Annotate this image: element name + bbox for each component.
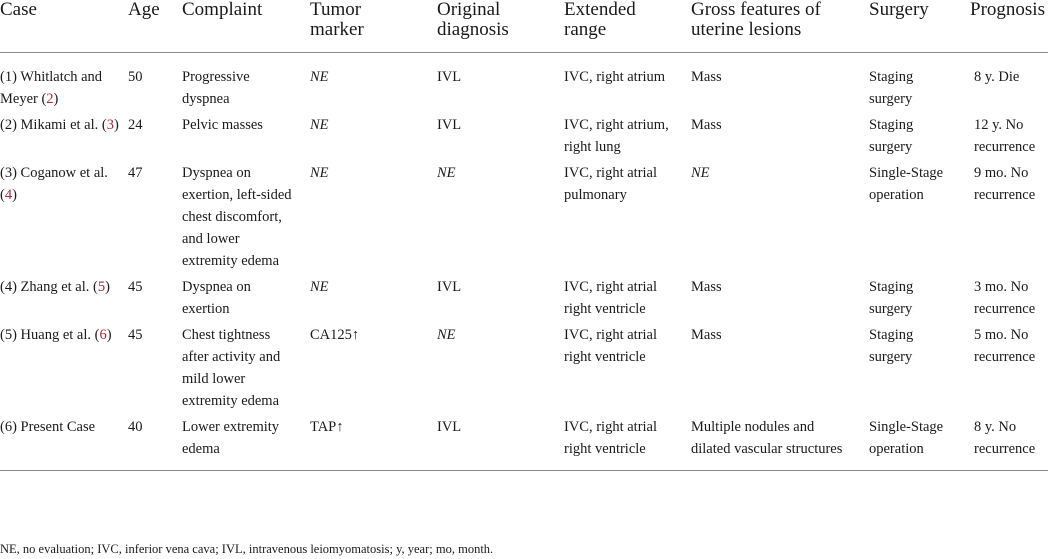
cell-surgery: Staging surgery bbox=[869, 117, 914, 155]
table-header-row: Case Age Complaint Tumor marker Original dia… bbox=[0, 0, 1048, 53]
cell-surgery: Staging surgery bbox=[869, 279, 914, 317]
cell-extended-range: IVC, right atrium, right lung bbox=[564, 117, 669, 155]
header-gross-features: Gross features of uterine lesions bbox=[691, 0, 821, 40]
cell-extended-range: IVC, right atrial right ventricle bbox=[564, 419, 658, 457]
cell-complaint: Chest tightness after activity and mild … bbox=[182, 327, 281, 409]
cell-age: 47 bbox=[128, 165, 143, 181]
reference-link[interactable]: 4 bbox=[4, 187, 13, 203]
cell-tumor-marker: NE bbox=[310, 117, 329, 133]
header-tumor-marker: Tumor marker bbox=[310, 0, 364, 40]
cell-case: (4) Zhang et al. (5) bbox=[0, 276, 128, 324]
cell-gross-features: NE bbox=[691, 165, 710, 181]
case-label-suffix: ) bbox=[53, 91, 59, 107]
header-extended-range: Extended range bbox=[564, 0, 636, 40]
cell-case: (2) Mikami et al. (3) bbox=[0, 114, 128, 162]
reference-link[interactable]: 2 bbox=[46, 91, 54, 107]
header-age: Age bbox=[128, 0, 160, 20]
header-original-diagnosis: Original diagnosis bbox=[437, 0, 509, 40]
reference-link[interactable]: 5 bbox=[97, 279, 106, 295]
cell-original-diagnosis: IVL bbox=[437, 117, 462, 133]
cell-complaint: Dyspnea on exertion bbox=[182, 279, 251, 317]
reference-link[interactable]: 3 bbox=[106, 117, 114, 133]
case-label-suffix: ) bbox=[106, 327, 112, 343]
header-prognosis: Prognosis bbox=[970, 0, 1045, 20]
cell-case: (6) Present Case bbox=[0, 416, 128, 471]
cell-tumor-marker: NE bbox=[310, 279, 329, 295]
cell-surgery: Single-Stage operation bbox=[869, 419, 944, 457]
cell-gross-features: Mass bbox=[691, 117, 722, 133]
case-label: (3) Coganow et al. ( bbox=[0, 165, 108, 203]
cell-prognosis: 8 y. Die bbox=[974, 69, 1020, 85]
cell-surgery: Single-Stage operation bbox=[869, 165, 944, 203]
cell-original-diagnosis: IVL bbox=[437, 69, 462, 85]
cell-complaint: Progressive dyspnea bbox=[182, 69, 250, 107]
cell-surgery: Staging surgery bbox=[869, 69, 914, 107]
cell-age: 45 bbox=[128, 279, 143, 295]
cell-case: (5) Huang et al. (6) bbox=[0, 324, 128, 416]
case-label-suffix: ) bbox=[12, 187, 17, 203]
cell-extended-range: IVC, right atrial right ventricle bbox=[564, 279, 658, 317]
case-label: (5) Huang et al. ( bbox=[0, 327, 100, 343]
cell-extended-range: IVC, right atrial pulmonary bbox=[564, 165, 658, 203]
case-label-suffix: ) bbox=[113, 117, 119, 133]
case-comparison-table: Case Age Complaint Tumor marker Original dia… bbox=[0, 0, 1048, 471]
case-label: (6) Present Case bbox=[0, 419, 96, 435]
cell-surgery: Staging surgery bbox=[869, 327, 914, 365]
cell-original-diagnosis: NE bbox=[437, 165, 456, 181]
cell-complaint: Lower extremity edema bbox=[182, 419, 280, 457]
case-label: (1) Whitlatch and Meyer ( bbox=[0, 69, 103, 107]
cell-prognosis: 8 y. No recurrence bbox=[974, 419, 1036, 457]
cell-age: 40 bbox=[128, 419, 143, 435]
header-surgery: Surgery bbox=[869, 0, 929, 20]
cell-prognosis: 5 mo. No recurrence bbox=[974, 327, 1036, 365]
cell-tumor-marker: NE bbox=[310, 165, 329, 181]
cell-case: (1) Whitlatch and Meyer (2) bbox=[0, 53, 128, 115]
table-footnote: NE, no evaluation; IVC, inferior vena ca… bbox=[0, 542, 494, 556]
header-case: Case bbox=[0, 0, 37, 20]
cell-prognosis: 3 mo. No recurrence bbox=[974, 279, 1036, 317]
cell-age: 24 bbox=[128, 117, 143, 133]
cell-age: 50 bbox=[128, 69, 143, 85]
cell-gross-features: Multiple nodules and dilated vascular st… bbox=[691, 419, 843, 457]
reference-link[interactable]: 6 bbox=[99, 327, 107, 343]
cell-gross-features: Mass bbox=[691, 327, 722, 343]
cell-prognosis: 12 y. No recurrence bbox=[974, 117, 1036, 155]
cell-complaint: Pelvic masses bbox=[182, 117, 263, 133]
cell-original-diagnosis: NE bbox=[437, 327, 456, 343]
case-label: (4) Zhang et al. ( bbox=[0, 279, 98, 295]
header-complaint: Complaint bbox=[182, 0, 263, 20]
cell-original-diagnosis: IVL bbox=[437, 419, 462, 435]
cell-complaint: Dyspnea on exertion, left-sided chest di… bbox=[182, 165, 292, 269]
cell-age: 45 bbox=[128, 327, 143, 343]
cell-tumor-marker: TAP↑ bbox=[310, 419, 344, 435]
table-row: (6) Present Case 40 Lower extremity edema T… bbox=[0, 416, 1048, 471]
case-label-suffix: ) bbox=[105, 279, 110, 295]
cell-gross-features: Mass bbox=[691, 69, 722, 85]
cell-extended-range: IVC, right atrium bbox=[564, 69, 666, 85]
cell-gross-features: Mass bbox=[691, 279, 722, 295]
cell-tumor-marker: NE bbox=[310, 69, 329, 85]
cell-extended-range: IVC, right atrial right ventricle bbox=[564, 327, 658, 365]
cell-original-diagnosis: IVL bbox=[437, 279, 462, 295]
cell-case: (3) Coganow et al. (4) bbox=[0, 162, 128, 276]
cell-tumor-marker: CA125↑ bbox=[310, 327, 360, 343]
case-label: (2) Mikami et al. ( bbox=[0, 117, 107, 133]
cell-prognosis: 9 mo. No recurrence bbox=[974, 165, 1036, 203]
